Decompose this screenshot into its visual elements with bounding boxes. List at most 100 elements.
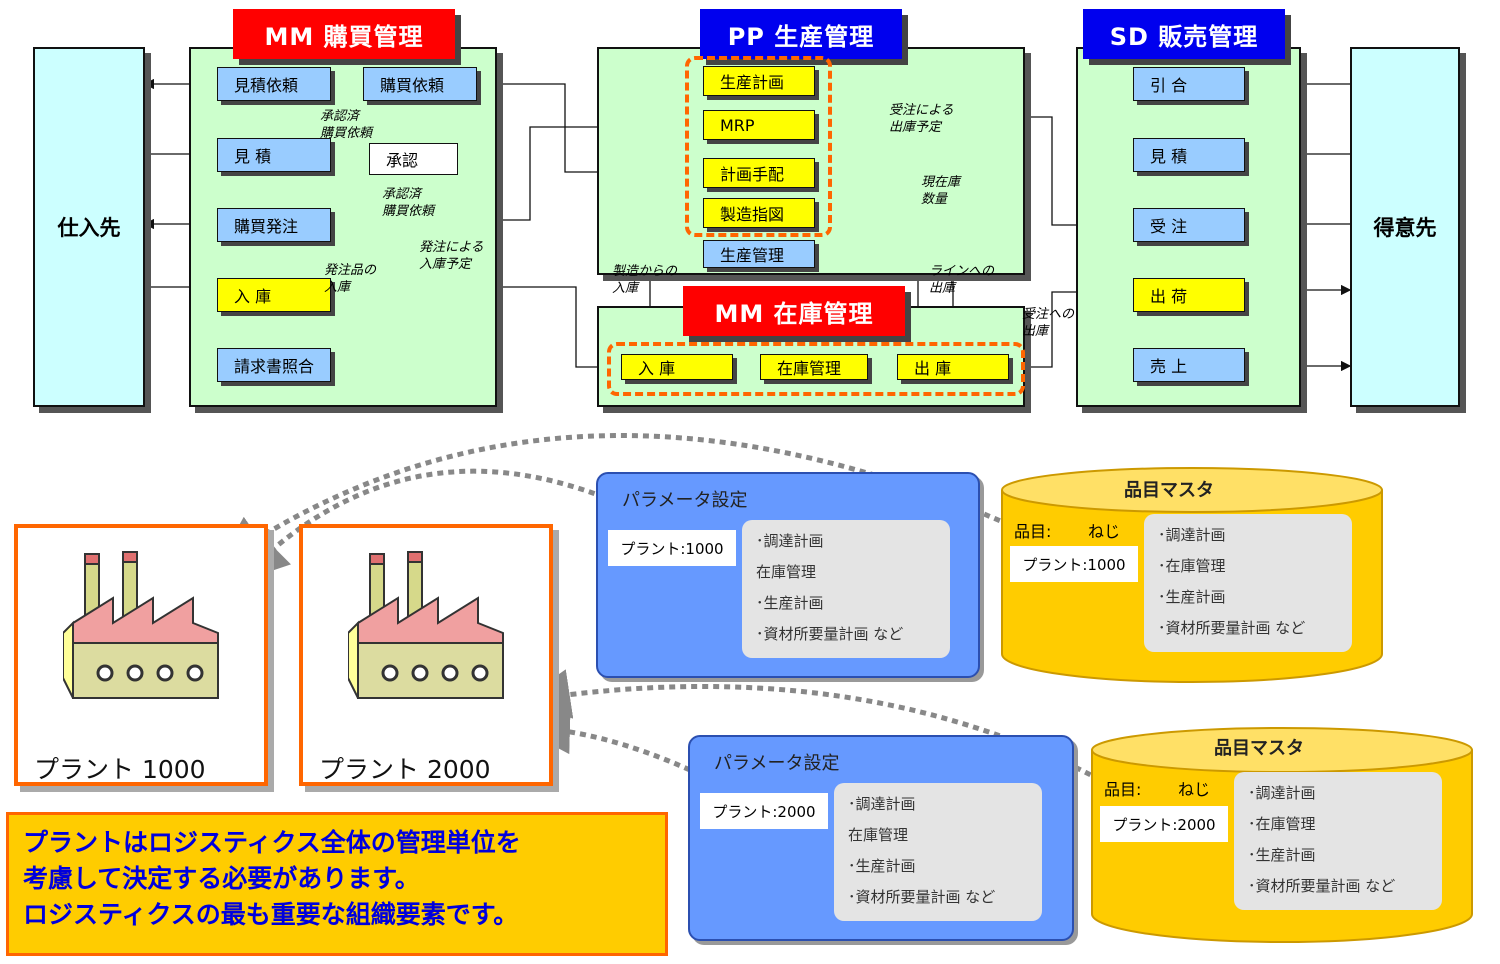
po-label: 購買発注 [234, 217, 299, 236]
param-title-2000: パラメータ設定 [714, 753, 840, 774]
inquiry-box: 引 合 [1133, 67, 1245, 101]
plant-2000-label: プラント 2000 [319, 755, 491, 784]
sd-sales-title: SD 販売管理 [1083, 9, 1285, 59]
invoice-box: 請求書照合 [217, 348, 331, 382]
callout-line-3: ロジスティクスの最も重要な組織要素です。 [23, 900, 519, 929]
sales-order-label: 受 注 [1150, 217, 1188, 236]
mm-inventory-title: MM 在庫管理 [683, 286, 905, 336]
master-item: ･調達計画 [1158, 526, 1226, 544]
requisition-box: 購買依頼 [363, 67, 477, 101]
planned-order-label: 計画手配 [720, 165, 785, 184]
prod-order-label: 製造指図 [720, 205, 785, 224]
plant-1000-card: プラント 1000 [14, 524, 268, 786]
master-plant-1000: プラント:1000 [1010, 546, 1138, 582]
prod-control-box: 生産管理 [703, 240, 815, 268]
rfq-label: 見積依頼 [234, 76, 299, 95]
inv-gi-box: 出 庫 [897, 354, 1009, 380]
sales-quote-label: 見 積 [1150, 147, 1188, 166]
prod-control-label: 生産管理 [720, 246, 785, 265]
mrp-box: MRP [703, 110, 815, 140]
note-current-stock: 現在庫 数量 [921, 175, 961, 207]
master-item-label-2000: 品目: [1104, 780, 1142, 799]
billing-box: 売 上 [1133, 348, 1245, 382]
master-items-2000: ･調達計画 ･在庫管理 ･生産計画 ･資材所要量計画 など [1234, 772, 1442, 910]
billing-label: 売 上 [1150, 357, 1188, 376]
supplier-label: 仕入先 [57, 216, 121, 240]
note-to-order: 受注への 出庫 [1022, 307, 1075, 339]
key-message-callout: プラントはロジスティクス全体の管理単位を 考慮して決定する必要があります。 ロジ… [6, 812, 668, 956]
master-item: ･在庫管理 [1158, 557, 1226, 575]
production-planning-group [685, 56, 832, 237]
callout-line-1: プラントはロジスティクス全体の管理単位を [23, 828, 521, 857]
param-plant-2000: プラント:2000 [700, 793, 828, 829]
customer-label: 得意先 [1373, 216, 1437, 240]
mrp-label: MRP [720, 115, 755, 135]
mm-purchase-title: MM 購買管理 [233, 9, 455, 59]
planned-order-box: 計画手配 [703, 158, 815, 188]
prod-plan-box: 生産計画 [703, 66, 815, 96]
master-item: ･在庫管理 [1248, 815, 1316, 833]
rfq-box: 見積依頼 [217, 67, 331, 101]
prod-order-box: 製造指図 [703, 198, 815, 228]
note-order-gi-plan: 受注による 出庫予定 [889, 103, 954, 135]
inv-mgmt-label: 在庫管理 [777, 359, 842, 378]
sales-order-box: 受 注 [1133, 208, 1245, 242]
param-item: ･生産計画 [848, 857, 916, 875]
param-item: 在庫管理 [756, 563, 817, 581]
param-panel-1000: パラメータ設定 プラント:1000 ･調達計画 在庫管理 ･生産計画 ･資材所要… [596, 472, 980, 678]
param-plant-1000: プラント:1000 [608, 530, 736, 566]
shipment-label: 出 荷 [1150, 287, 1188, 306]
shipment-box: 出 荷 [1133, 278, 1245, 312]
note-approved-req-2: 承認済 購買依頼 [382, 187, 435, 219]
master-item: ･資材所要量計画 など [1248, 877, 1396, 895]
master-item: ･調達計画 [1248, 784, 1316, 802]
material-master-1000: 品目マスタ 品目: ねじ プラント:1000 ･調達計画 ･在庫管理 ･生産計画… [1000, 466, 1384, 684]
customer-box: 得意先 [1350, 47, 1460, 407]
param-title-1000: パラメータ設定 [622, 490, 748, 511]
master-item-label-1000: 品目: [1014, 522, 1052, 541]
note-to-line: ラインへの 出庫 [929, 264, 995, 296]
inv-gr-label: 入 庫 [638, 359, 676, 378]
param-item: ･資材所要量計画 など [848, 888, 996, 906]
master-plant-2000: プラント:2000 [1100, 806, 1228, 842]
note-approved-req-1: 承認済 購買依頼 [320, 109, 373, 141]
master-title-2000: 品目マスタ [1214, 738, 1304, 759]
param-items-2000: ･調達計画 在庫管理 ･生産計画 ･資材所要量計画 など [834, 783, 1042, 921]
purchase-quote-label: 見 積 [234, 147, 272, 166]
inv-gi-label: 出 庫 [914, 359, 952, 378]
prod-plan-label: 生産計画 [720, 73, 785, 92]
master-item-value-2000: ねじ [1178, 780, 1211, 799]
param-panel-2000: パラメータ設定 プラント:2000 ･調達計画 在庫管理 ･生産計画 ･資材所要… [688, 735, 1074, 941]
approval-box: 承認 [369, 143, 458, 175]
pp-production-title: PP 生産管理 [700, 9, 902, 59]
master-item: ･資材所要量計画 など [1158, 619, 1306, 637]
master-title-1000: 品目マスタ [1124, 480, 1214, 501]
param-items-1000: ･調達計画 在庫管理 ･生産計画 ･資材所要量計画 など [742, 520, 950, 658]
invoice-label: 請求書照合 [234, 357, 315, 376]
supplier-box: 仕入先 [33, 47, 145, 407]
factory-icon [63, 551, 219, 699]
param-item: ･調達計画 [848, 795, 916, 813]
purchase-gr-box: 入 庫 [217, 278, 331, 312]
inv-mgmt-box: 在庫管理 [760, 354, 868, 380]
param-item: 在庫管理 [848, 826, 909, 844]
po-box: 購買発注 [217, 208, 331, 242]
master-item: ･生産計画 [1158, 588, 1226, 606]
requisition-label: 購買依頼 [380, 76, 445, 95]
purchase-gr-label: 入 庫 [234, 287, 272, 306]
material-master-2000: 品目マスタ 品目: ねじ プラント:2000 ･調達計画 ･在庫管理 ･生産計画… [1090, 726, 1474, 944]
factory-icon [348, 551, 504, 699]
master-items-1000: ･調達計画 ･在庫管理 ･生産計画 ･資材所要量計画 など [1144, 514, 1352, 652]
approval-label: 承認 [386, 151, 419, 170]
inquiry-label: 引 合 [1150, 76, 1188, 95]
callout-line-2: 考慮して決定する必要があります。 [23, 864, 420, 893]
param-item: ･調達計画 [756, 532, 824, 550]
param-item: ･資材所要量計画 など [756, 625, 904, 643]
purchase-quote-box: 見 積 [217, 138, 331, 172]
note-from-mfg: 製造からの 入庫 [612, 264, 678, 296]
inv-gr-box: 入 庫 [621, 354, 733, 380]
param-item: ･生産計画 [756, 594, 824, 612]
inventory-group [607, 342, 1025, 396]
master-item-value-1000: ねじ [1088, 522, 1121, 541]
plant-2000-card: プラント 2000 [299, 524, 553, 786]
